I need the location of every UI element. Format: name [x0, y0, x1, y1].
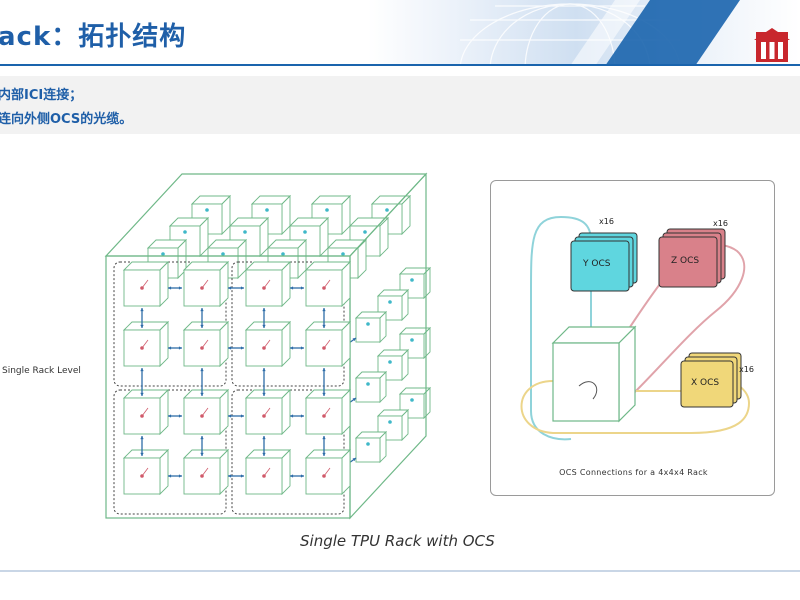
x-link-arrow [290, 286, 304, 290]
tpu-chip [244, 260, 292, 308]
globe-graphic [459, 0, 740, 66]
y-link-arrow [200, 368, 204, 396]
x-link-arrow [290, 474, 304, 478]
x-link-arrow [290, 414, 304, 418]
y-link-arrow [140, 308, 144, 328]
x-link-arrow [228, 286, 244, 290]
ocs-connections-panel: x16 x16 x16 Y OCS Z OCS X OCS OCS Connec… [490, 180, 775, 496]
side-chip [354, 310, 388, 344]
rack-back-layers [146, 194, 432, 469]
rack-frame [104, 172, 428, 520]
tpu-chip [122, 448, 170, 496]
y-ocs-cable [530, 216, 572, 441]
bullet-item-ici: 内部ICI连接； [0, 88, 83, 103]
y-link-arrow [262, 308, 266, 328]
tpu-chip [244, 448, 292, 496]
bullet-box: 内部ICI连接； 连向外侧OCS的光缆。 [0, 76, 800, 134]
tpu-chip [304, 388, 352, 436]
y-ocs-label: Y OCS [583, 259, 611, 269]
slide-header: ack：拓扑结构 [0, 0, 800, 66]
tpu-rack-diagram [104, 172, 432, 520]
header-underline [0, 64, 800, 66]
tpu-chip [122, 260, 170, 308]
x-link-arrow [168, 286, 182, 290]
bullet-item-ocs: 连向外侧OCS的光缆。 [0, 112, 133, 127]
x-link-arrow [228, 414, 244, 418]
y-link-arrow [140, 368, 144, 396]
z-ocs-multiplier: x16 [713, 219, 728, 228]
x-ocs-label: X OCS [691, 378, 720, 388]
side-chip [354, 370, 388, 404]
rack-front-chips [122, 260, 352, 496]
z-ocs-cable [582, 243, 746, 414]
y-link-arrow [322, 368, 326, 396]
tpu-chip [182, 320, 230, 368]
side-chip [376, 348, 410, 382]
x-ocs-stack [680, 352, 742, 408]
z-ocs-stack [658, 228, 726, 288]
x-link-arrow [228, 346, 244, 350]
z-ocs-label: Z OCS [671, 256, 700, 266]
tpu-chip [182, 260, 230, 308]
page-title: ack：拓扑结构 [0, 22, 187, 52]
tpu-chip [244, 388, 292, 436]
footer-line [0, 570, 800, 572]
x-link-arrow [228, 474, 244, 478]
ocs-panel-caption: OCS Connections for a 4x4x4 Rack [559, 468, 708, 477]
x-link-arrow [168, 474, 182, 478]
single-rack-level-label: Single Rack Level [2, 366, 81, 376]
y-link-arrow [322, 436, 326, 456]
figure-caption: Single TPU Rack with OCS [300, 532, 495, 550]
x-link-arrow [168, 414, 182, 418]
tpu-chip [244, 320, 292, 368]
x-link-arrow [290, 346, 304, 350]
tpu-chip [182, 448, 230, 496]
tpu-chip [122, 320, 170, 368]
ocs-diagram [520, 216, 751, 441]
company-logo [754, 28, 790, 62]
y-ocs-multiplier: x16 [599, 217, 614, 226]
y-link-arrow [140, 436, 144, 456]
y-link-arrow [200, 436, 204, 456]
y-link-arrow [200, 308, 204, 328]
y-link-arrow [262, 368, 266, 396]
side-chip [354, 430, 388, 464]
tpu-chip [122, 388, 170, 436]
tpu-chip [304, 320, 352, 368]
x-ocs-cable [520, 378, 751, 434]
y-link-arrow [262, 436, 266, 456]
side-chip [376, 408, 410, 442]
tpu-chip [182, 388, 230, 436]
tpu-chip [304, 448, 352, 496]
x-link-arrow [168, 346, 182, 350]
y-ocs-stack [570, 232, 638, 292]
center-rack-cube [551, 325, 637, 423]
y-link-arrow [322, 308, 326, 328]
tpu-chip [304, 260, 352, 308]
x-ocs-multiplier: x16 [739, 365, 754, 374]
